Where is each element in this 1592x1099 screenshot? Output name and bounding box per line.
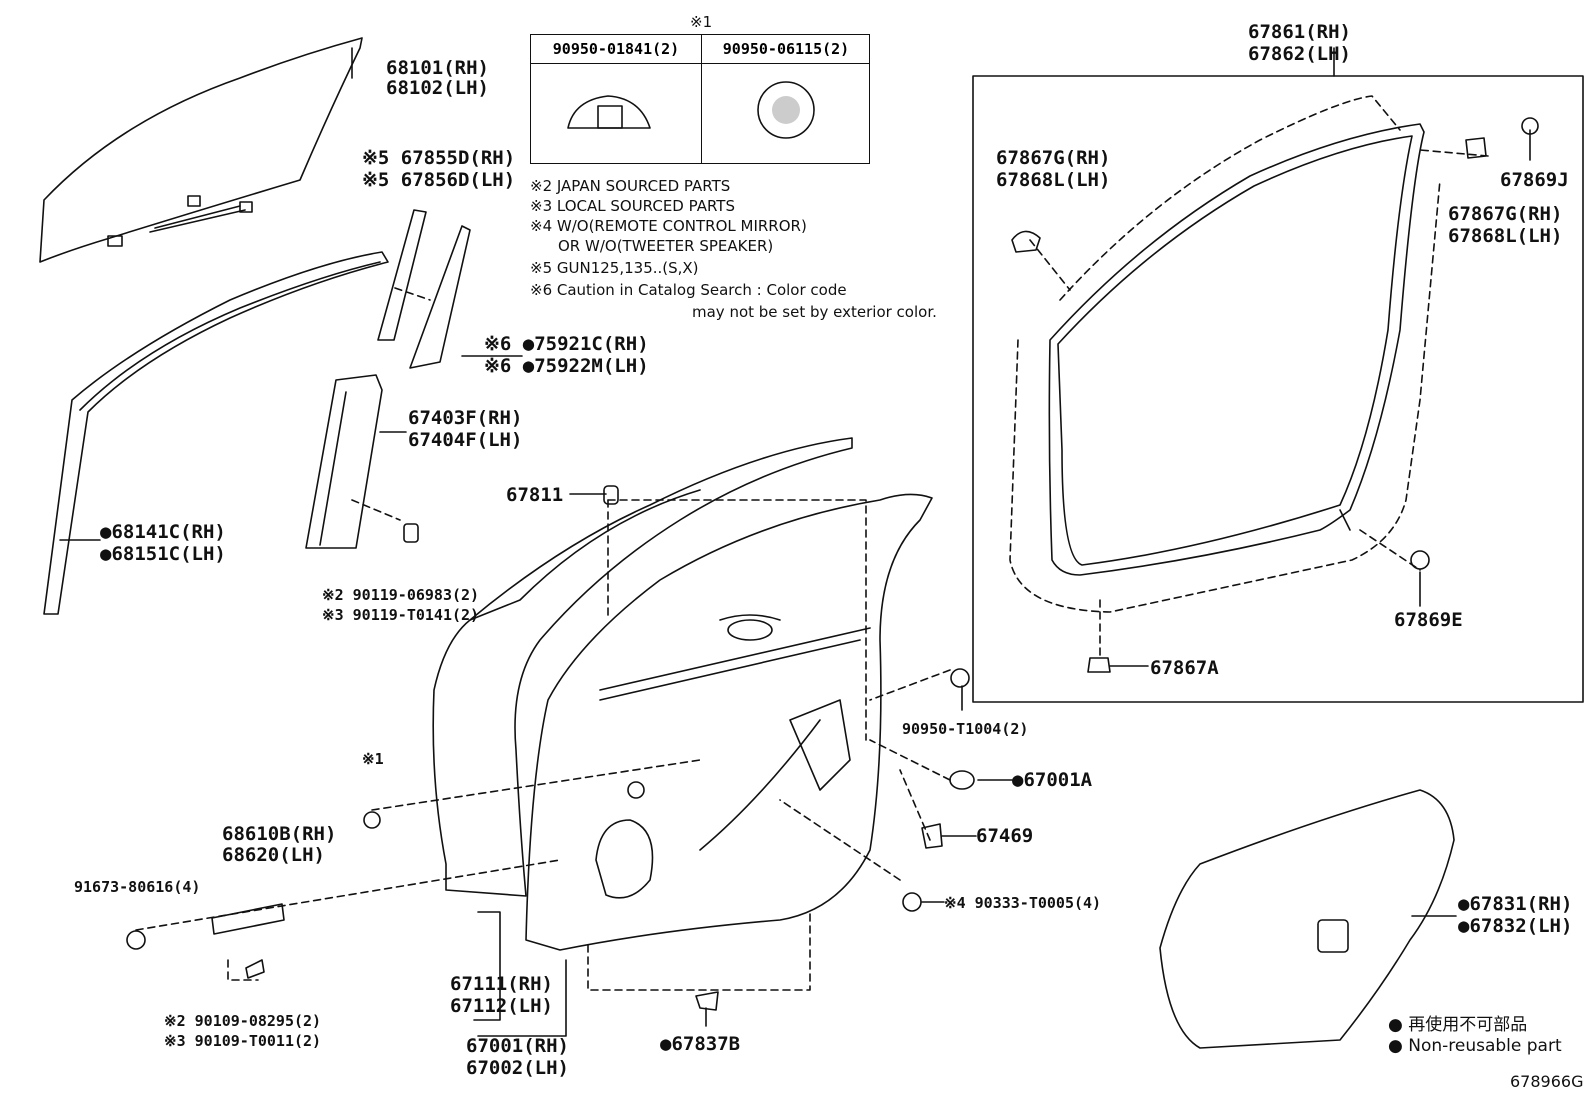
label-67403f-rh[interactable]: 67403F(RH)	[408, 407, 523, 429]
label-67867g-rh-upper[interactable]: 67867G(RH)	[996, 147, 1111, 169]
label-67001a[interactable]: ●67001A	[1012, 769, 1093, 791]
label-67112-lh[interactable]: 67112(LH)	[450, 995, 553, 1017]
label-67002-lh[interactable]: 67002(LH)	[466, 1057, 569, 1079]
label-67869e[interactable]: 67869E	[1394, 609, 1463, 631]
label-68620-lh[interactable]: 68620(LH)	[222, 844, 325, 866]
label-68151c-lh[interactable]: ●68151C(LH)	[100, 543, 226, 565]
label-67832-lh[interactable]: ●67832(LH)	[1458, 915, 1573, 937]
label-bolt-japan[interactable]: ※2 90119-06983(2)	[322, 586, 480, 604]
hole-cover-drawing	[1159, 789, 1455, 1049]
legend-japanese: ● 再使用不可部品	[1388, 1015, 1528, 1035]
weatherstrip-box	[972, 75, 1584, 703]
label-68102-lh[interactable]: 68102(LH)	[386, 77, 489, 99]
leader-lines	[135, 95, 1489, 991]
label-screw-japan[interactable]: ※2 90109-08295(2)	[164, 1012, 322, 1030]
table-divider	[701, 35, 702, 163]
label-67868l-lh-lower[interactable]: 67868L(LH)	[1448, 225, 1563, 247]
label-75921c-rh[interactable]: ※6 ●75921C(RH)	[484, 333, 649, 355]
division-bar-drawing	[305, 374, 383, 549]
label-67831-rh[interactable]: ●67831(RH)	[1458, 893, 1573, 915]
label-67867g-rh-lower[interactable]: 67867G(RH)	[1448, 203, 1563, 225]
label-90950-t1004[interactable]: 90950-T1004(2)	[902, 720, 1029, 738]
glass-run-channel-drawing	[43, 251, 389, 615]
note-local-sourced: ※3 LOCAL SOURCED PARTS	[530, 197, 735, 215]
label-67469[interactable]: 67469	[976, 825, 1034, 847]
note-color-code: may not be set by exterior color.	[692, 303, 937, 321]
note-tweeter: OR W/O(TWEETER SPEAKER)	[558, 237, 774, 255]
label-bolt-local[interactable]: ※3 90119-T0141(2)	[322, 606, 480, 624]
label-75922m-lh[interactable]: ※6 ●75922M(LH)	[484, 355, 649, 377]
label-67811[interactable]: 67811	[506, 484, 564, 506]
note-remote-mirror: ※4 W/O(REMOTE CONTROL MIRROR)	[530, 217, 807, 235]
legend-english: ● Non-reusable part	[1388, 1036, 1562, 1056]
garnish-drawing	[377, 209, 471, 369]
grommet-table: 90950-01841(2) 90950-06115(2)	[530, 34, 870, 164]
label-67404f-lh[interactable]: 67404F(LH)	[408, 429, 523, 451]
label-68101-rh[interactable]: 68101(RH)	[386, 57, 489, 79]
label-67001-rh[interactable]: 67001(RH)	[466, 1035, 569, 1057]
label-67856d-lh[interactable]: ※5 67856D(LH)	[362, 169, 516, 191]
label-67111-rh[interactable]: 67111(RH)	[450, 973, 553, 995]
label-68141c-rh[interactable]: ●68141C(RH)	[100, 521, 226, 543]
weatherstrip-drawing	[1048, 123, 1425, 576]
table-note-mark: ※1	[690, 13, 713, 31]
door-glass-drawing	[39, 37, 363, 263]
fastener-drawings	[126, 81, 1539, 1011]
label-67862-lh[interactable]: 67862(LH)	[1248, 43, 1351, 65]
door-shell-drawing	[432, 437, 933, 951]
note-japan-sourced: ※2 JAPAN SOURCED PARTS	[530, 177, 731, 195]
label-67868l-lh-upper[interactable]: 67868L(LH)	[996, 169, 1111, 191]
figure-id: 678966G	[1510, 1072, 1584, 1091]
table-col-1: 90950-01841(2)	[531, 35, 701, 64]
label-67861-rh[interactable]: 67861(RH)	[1248, 21, 1351, 43]
label-68610b-rh[interactable]: 68610B(RH)	[222, 823, 337, 845]
solid-leaders	[59, 47, 1531, 1037]
label-screw-local[interactable]: ※3 90109-T0011(2)	[164, 1032, 322, 1050]
label-mark-1: ※1	[362, 750, 384, 768]
label-90333-t0005[interactable]: ※4 90333-T0005(4)	[944, 894, 1102, 912]
table-col-2: 90950-06115(2)	[701, 35, 870, 64]
label-67867a[interactable]: 67867A	[1150, 657, 1219, 679]
label-91673-80616[interactable]: 91673-80616(4)	[74, 878, 201, 896]
note-caution: ※6 Caution in Catalog Search : Color cod…	[530, 281, 847, 299]
label-67837b[interactable]: ●67837B	[660, 1033, 741, 1055]
label-67855d-rh[interactable]: ※5 67855D(RH)	[362, 147, 516, 169]
label-67869j[interactable]: 67869J	[1500, 169, 1569, 191]
note-gun: ※5 GUN125,135..(S,X)	[530, 259, 699, 277]
